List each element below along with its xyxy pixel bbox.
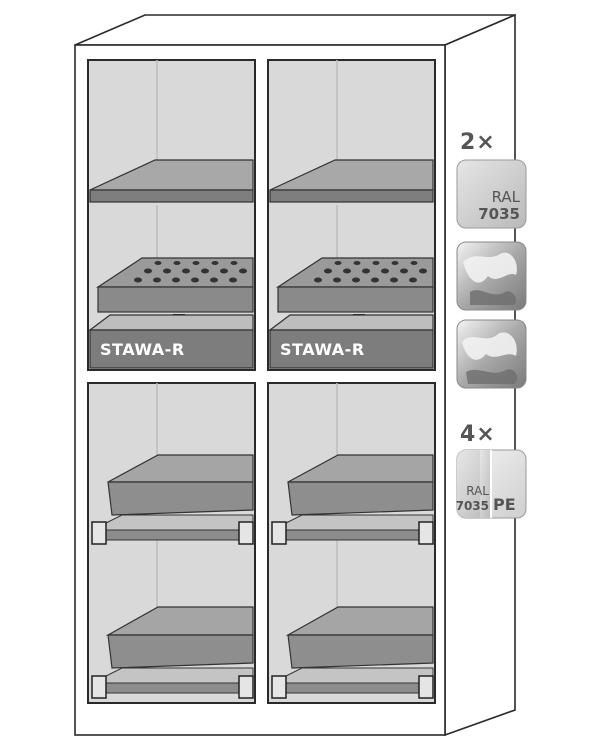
compartment-left-lower	[87, 382, 256, 704]
ral-top-label: RAL	[491, 188, 520, 206]
stawa-label-right: STAWA-R	[280, 340, 365, 359]
compartment-left-upper	[87, 59, 256, 371]
quantity-bottom: 4×	[460, 422, 496, 447]
stawa-sump-left	[89, 329, 254, 369]
ral-top-code: 7035	[478, 205, 520, 223]
swatch-ral-pe	[456, 449, 527, 519]
compartment-right-upper	[267, 59, 436, 371]
swatch-metal-1	[456, 241, 527, 311]
pe-label: PE	[493, 495, 516, 514]
compartment-right-lower	[267, 382, 436, 704]
stawa-label-left: STAWA-R	[100, 340, 185, 359]
ral-bottom-label: RAL	[466, 484, 489, 498]
quantity-top: 2×	[460, 130, 496, 155]
stawa-sump-right	[269, 329, 434, 369]
swatch-ral-top	[456, 159, 527, 229]
ral-bottom-code: 7035	[455, 499, 489, 513]
swatch-metal-2	[456, 319, 527, 389]
